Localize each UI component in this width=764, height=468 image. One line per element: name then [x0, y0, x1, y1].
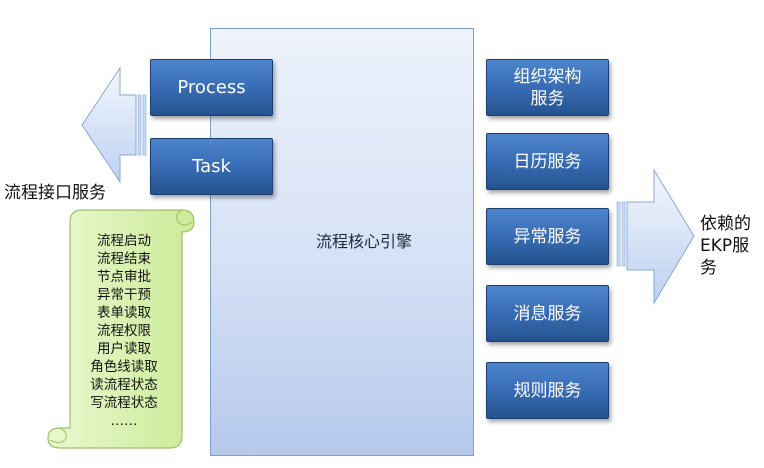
service-calendar: 日历服务 [486, 133, 609, 190]
engine-label: 流程核心引擎 [316, 232, 413, 251]
dependency-label: 依赖的 EKP服务 [700, 214, 751, 278]
capability-item: 流程权限 [97, 323, 151, 339]
service-org-structure: 组织架构 服务 [486, 59, 609, 116]
right-dependency-arrow [616, 168, 695, 305]
service-exception: 异常服务 [486, 208, 609, 265]
capability-item: 节点审批 [97, 269, 151, 285]
capability-item: 流程启动 [97, 233, 151, 249]
capability-item: 表单读取 [97, 305, 151, 321]
capability-item: 写流程状态 [90, 395, 158, 411]
interface-label: 流程接口服务 [4, 183, 106, 203]
task-box: Task [150, 138, 273, 195]
capability-item: 流程结束 [97, 251, 151, 267]
capability-item: 角色线读取 [90, 359, 158, 375]
capability-item: 读流程状态 [90, 377, 158, 393]
left-interface-arrow [81, 66, 147, 184]
capability-item: …… [110, 413, 138, 429]
capability-scroll [47, 209, 195, 449]
process-box: Process [150, 59, 273, 116]
service-rule: 规则服务 [486, 362, 609, 419]
service-message: 消息服务 [486, 285, 609, 342]
capability-item: 异常干预 [97, 287, 151, 303]
capability-item: 用户读取 [97, 341, 151, 357]
capability-list: 流程启动 流程结束 节点审批 异常干预 表单读取 流程权限 用户读取 角色线读取… [78, 232, 170, 430]
